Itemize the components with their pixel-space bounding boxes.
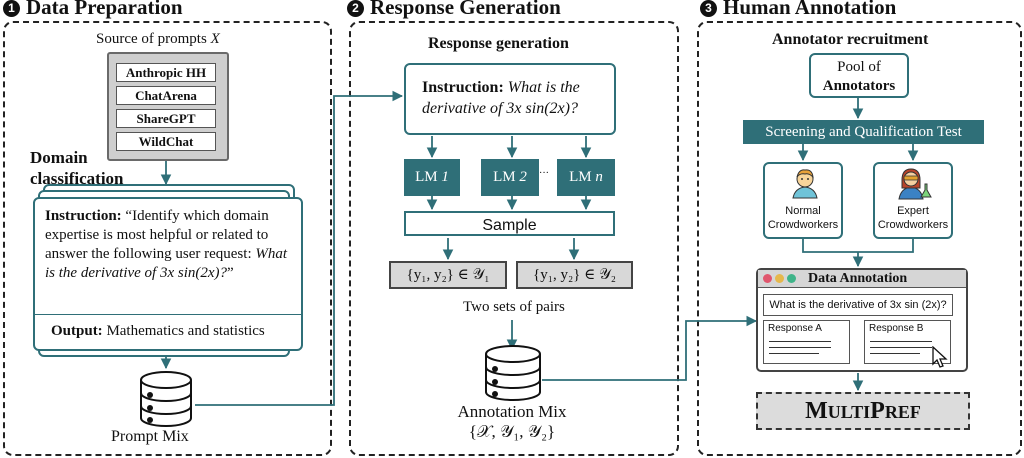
annotator-recruitment-subtitle: Annotator recruitment [772,31,929,48]
stage-title-text: Response Generation [370,0,561,19]
text-line [769,341,831,342]
normal-worker-icon [792,169,818,199]
output-text: Mathematics and statistics [102,323,265,339]
lm-ellipsis: ··· [539,168,549,179]
response-b-label: Response B [869,323,924,334]
lm-prefix: LM [569,169,596,185]
response-instruction-box: Instruction: What is the derivative of 3… [404,63,616,135]
prompt-mix-database-icon [140,371,192,427]
instruction-label: Instruction: [422,79,504,96]
label-line: Crowdworkers [767,219,839,231]
domain-classification-card: Instruction: “Identify which domain expe… [33,197,303,351]
lm-2-box: LM 2 [481,159,539,196]
stage-number: 2 [347,0,364,17]
prompt-sources-box: Anthropic HH ChatArena ShareGPT WildChat [107,52,229,161]
text-line [870,341,932,342]
multipref-smallcaps: ULTI [827,402,871,422]
source-item: Anthropic HH [116,63,216,82]
human-annotation-panel [697,21,1022,456]
expert-crowdworkers-label: Expert Crowdworkers [875,204,951,232]
lm-1-box: LM 1 [404,159,460,196]
expert-crowdworkers-box: Expert Crowdworkers [873,162,953,239]
lm-index: 1 [441,169,449,185]
lm-prefix: LM [415,169,442,185]
multipref-letter: P [870,398,885,424]
classification-instruction: Instruction: “Identify which domain expe… [45,207,297,283]
instruction-question: What is the derivative of 3x sin(2x)? [45,246,288,281]
pool-line-bold: Annotators [822,78,896,94]
card-divider [35,314,301,315]
data-annotation-window: Data Annotation What is the derivative o… [756,268,968,372]
response-b-card[interactable]: Response B [864,320,951,364]
window-titlebar: Data Annotation [758,270,966,288]
response-a-label: Response A [768,323,822,334]
normal-crowdworkers-box: Normal Crowdworkers [763,162,843,239]
screening-qualification-box: Screening and Qualification Test [743,120,984,144]
output-label: Output: [51,323,103,339]
data-preparation-panel [3,21,332,456]
lm-index: n [595,169,603,185]
stage-title-response-generation: 2 Response Generation [347,0,561,20]
cursor-icon [932,346,948,368]
pairs-caption: Two sets of pairs [463,299,565,315]
source-item: ShareGPT [116,109,216,128]
instruction-end-quote: ” [227,265,234,281]
annotation-mix-name: Annotation Mix [457,402,567,421]
normal-crowdworkers-label: Normal Crowdworkers [765,204,841,232]
response-a-card[interactable]: Response A [763,320,850,364]
response-instruction: Instruction: What is the derivative of 3… [422,77,612,119]
window-maximize-dot [787,274,796,283]
response-generation-panel [349,21,679,456]
domain-title-line: classification [30,169,124,188]
window-close-dot [763,274,772,283]
label-line: Expert [897,205,929,217]
pair-set-1: {y₁, y₂} ∈ 𝒴₁ [389,261,507,289]
text-line [769,353,819,354]
expert-worker-icon [898,168,932,200]
pool-of-annotators-box: Pool of Annotators [809,53,909,98]
stage-title-text: Data Preparation [26,0,183,19]
lm-n-box: LM n [557,159,615,196]
window-title: Data Annotation [808,271,908,286]
stage-title-human-annotation: 3 Human Annotation [700,0,896,20]
source-item: ChatArena [116,86,216,105]
multipref-smallcaps: REF [884,402,921,422]
response-generation-subtitle: Response generation [428,35,569,52]
stage-number: 1 [3,0,20,17]
instruction-question: What is the derivative of 3x sin(2x)? [422,79,580,117]
multipref-box: MULTIPREF [756,392,970,430]
instruction-text: “Identify which domain expertise is most… [45,208,269,262]
source-variable: X [210,31,220,47]
label-line: Normal [785,205,821,217]
text-line [769,347,831,348]
annotation-question: What is the derivative of 3x sin (2x)? [763,294,953,316]
stage-title-text: Human Annotation [723,0,897,19]
annotation-mix-set: {𝒳, 𝒴₁, 𝒴₂} [468,422,556,441]
lm-prefix: LM [493,169,520,185]
label-line: Crowdworkers [877,219,949,231]
lm-index: 2 [519,169,527,185]
source-label-text: Source of prompts [96,31,207,47]
annotation-mix-database-icon [485,345,541,401]
sample-box: Sample [404,211,615,236]
stage-title-data-preparation: 1 Data Preparation [3,0,183,20]
prompt-mix-label: Prompt Mix [111,428,189,445]
domain-title-line: Domain [30,148,88,167]
window-minimize-dot [775,274,784,283]
pair-set-2: {y₁, y₂} ∈ 𝒴₂ [516,261,633,289]
classification-output: Output: Mathematics and statistics [51,323,265,340]
multipref-letter: M [805,398,828,424]
source-item: WildChat [116,132,216,151]
text-line [870,347,932,348]
pool-line: Pool of [837,59,881,75]
instruction-label: Instruction: [45,208,122,224]
source-of-prompts-label: Source of prompts X [96,31,220,48]
annotation-mix-label: Annotation Mix {𝒳, 𝒴₁, 𝒴₂} [437,402,587,442]
domain-classification-title: Domain classification [30,147,124,189]
text-line [870,353,920,354]
stage-number: 3 [700,0,717,17]
